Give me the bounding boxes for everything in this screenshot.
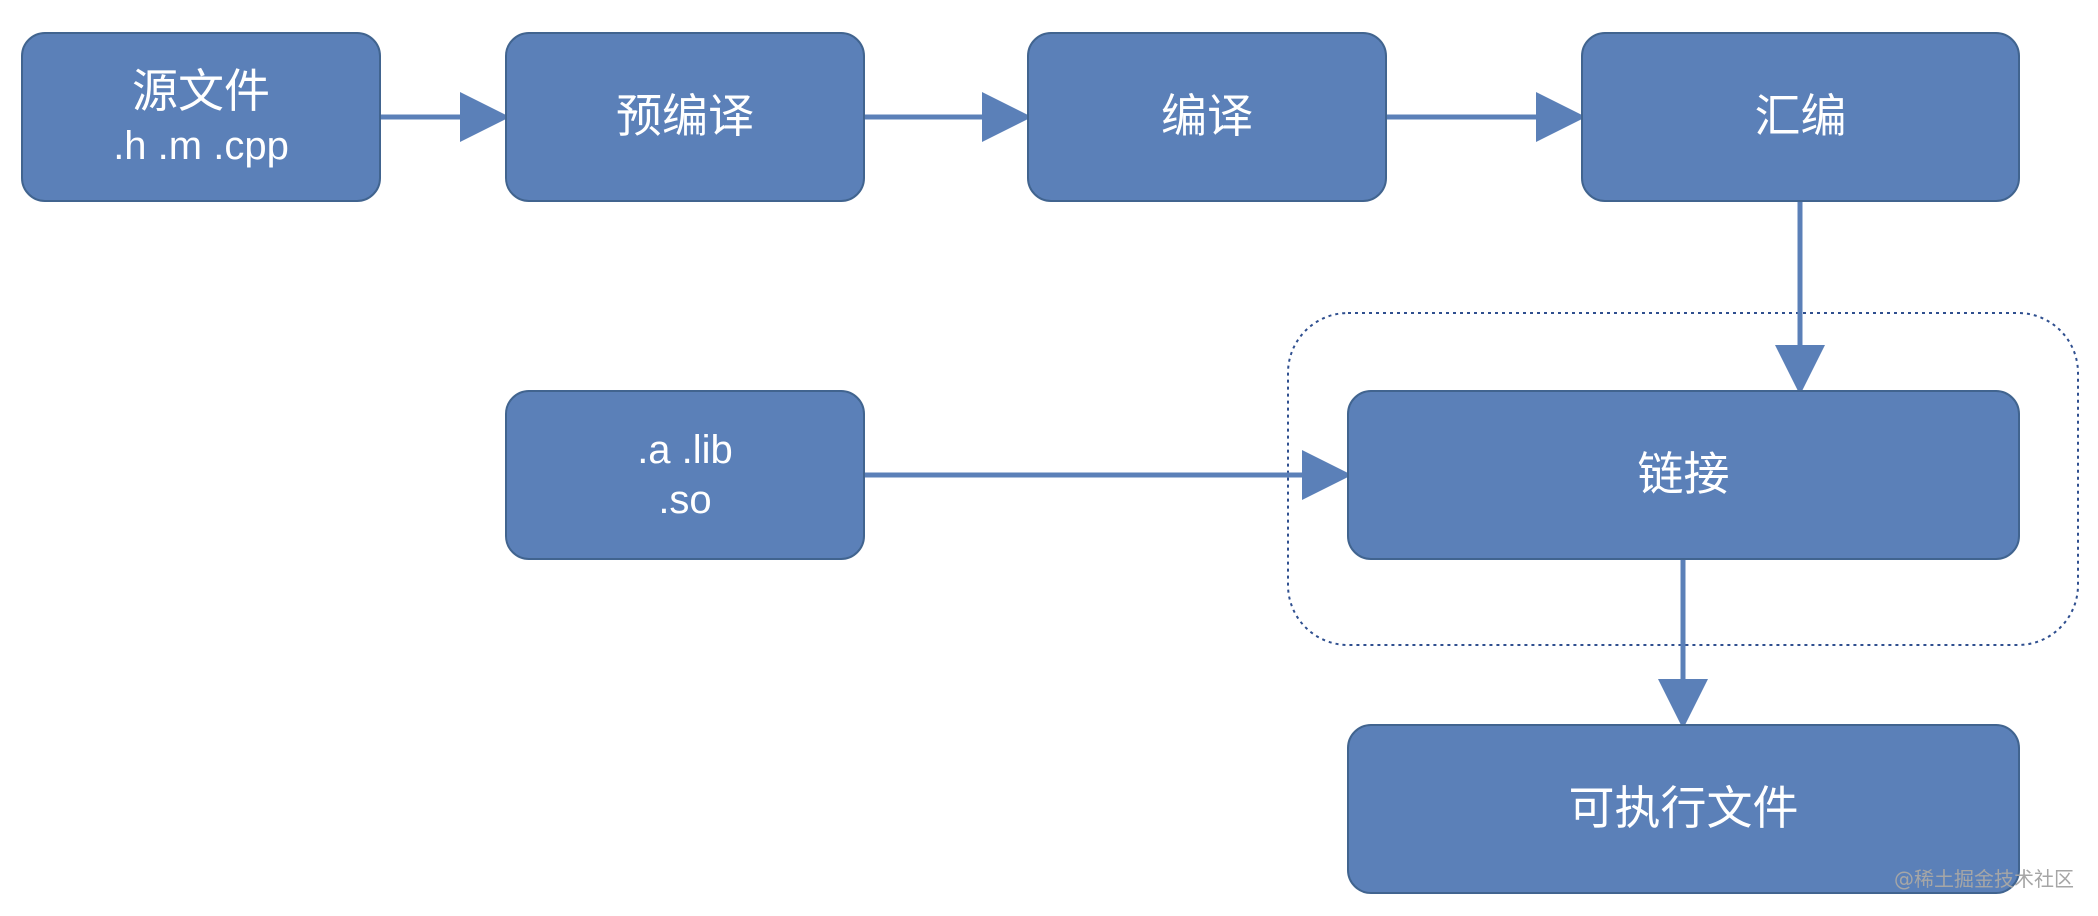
watermark: @稀土掘金技术社区 <box>1894 867 2074 891</box>
node-preprocess: 预编译 <box>505 32 865 202</box>
node-assemble: 汇编 <box>1581 32 2020 202</box>
node-assemble-title: 汇编 <box>1754 89 1847 144</box>
node-source-title: 源文件 <box>132 64 270 119</box>
node-libraries-line2: .so <box>658 478 712 522</box>
node-executable-title: 可执行文件 <box>1568 781 1799 836</box>
node-compile-title: 编译 <box>1161 89 1253 144</box>
node-link: 链接 <box>1347 390 2020 560</box>
node-libraries-line1: .a .lib <box>637 428 733 472</box>
node-compile: 编译 <box>1027 32 1387 202</box>
node-source-extensions: .h .m .cpp <box>113 123 289 168</box>
node-link-title: 链接 <box>1637 447 1730 502</box>
node-source-files: 源文件 .h .m .cpp <box>21 32 381 202</box>
node-preprocess-title: 预编译 <box>616 89 754 144</box>
node-executable: 可执行文件 <box>1347 724 2020 894</box>
link-stage-highlight <box>1287 312 2079 646</box>
node-libraries: .a .lib .so <box>505 390 865 560</box>
